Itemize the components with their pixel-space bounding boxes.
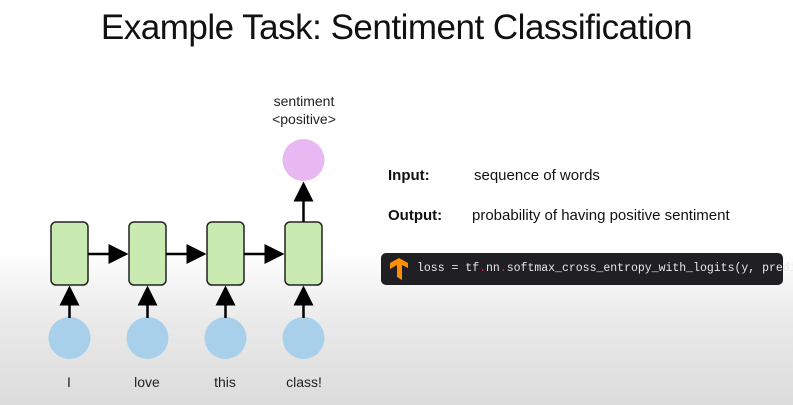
- input-word-1: love: [134, 374, 160, 390]
- input-node: [282, 317, 325, 359]
- code-snippet: loss = tf.nn.softmax_cross_entropy_with_…: [381, 253, 793, 285]
- rnn-cell: [206, 221, 245, 286]
- slide-title: Example Task: Sentiment Classification: [100, 8, 693, 47]
- output-label-line2: <positive>: [272, 111, 336, 127]
- rnn-cell: [284, 221, 323, 286]
- input-heading: Input:: [388, 167, 430, 184]
- input-node: [204, 317, 247, 359]
- input-word-0: I: [67, 374, 71, 390]
- input-word-3: class!: [286, 374, 322, 390]
- tensorflow-icon: [390, 258, 408, 280]
- input-word-2: this: [214, 374, 236, 390]
- output-label-line1: sentiment: [273, 93, 335, 109]
- output-node: [282, 139, 325, 181]
- output-description: probability of having positive sentiment: [472, 207, 730, 224]
- input-node: [48, 317, 91, 359]
- output-heading: Output:: [388, 207, 443, 224]
- code-text: loss = tf.nn.softmax_cross_entropy_with_…: [417, 262, 793, 275]
- rnn-cell: [50, 221, 89, 286]
- rnn-cell: [128, 221, 167, 286]
- input-description: sequence of words: [474, 167, 600, 184]
- input-node: [126, 317, 169, 359]
